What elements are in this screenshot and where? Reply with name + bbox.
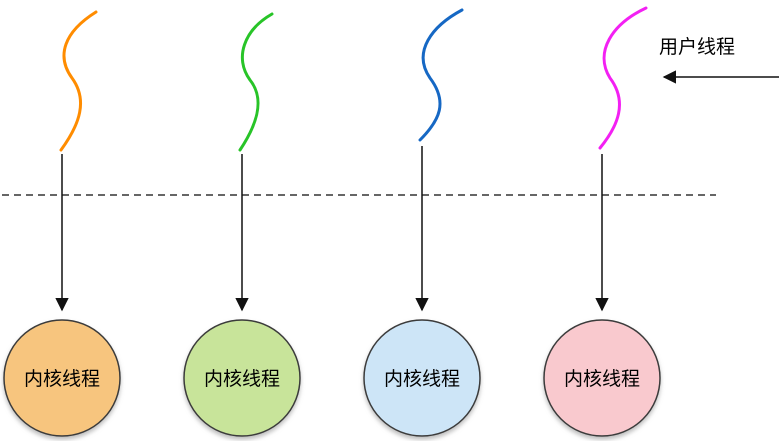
kernel-thread-label-2: 内核线程 <box>204 368 280 390</box>
kernel-thread-label-4: 内核线程 <box>564 368 640 390</box>
user-thread-squiggle-1 <box>59 10 98 152</box>
user-thread-squiggle-3 <box>418 8 464 142</box>
thread-group-2: 内核线程 <box>183 12 301 437</box>
user-thread-squiggle-4 <box>598 6 648 150</box>
thread-group-3: 内核线程 <box>363 8 481 437</box>
thread-group-4: 内核线程 <box>543 6 661 437</box>
user-thread-label: 用户线程 <box>659 36 735 58</box>
kernel-thread-circle-1 <box>3 319 121 437</box>
kernel-thread-circle-3 <box>363 319 481 437</box>
kernel-thread-label-3: 内核线程 <box>384 368 460 390</box>
user-thread-squiggle-2 <box>238 12 274 152</box>
kernel-thread-circle-4 <box>543 319 661 437</box>
kernel-thread-label-1: 内核线程 <box>24 368 100 390</box>
kernel-thread-circle-2 <box>183 319 301 437</box>
thread-group-1: 内核线程 <box>3 10 121 437</box>
